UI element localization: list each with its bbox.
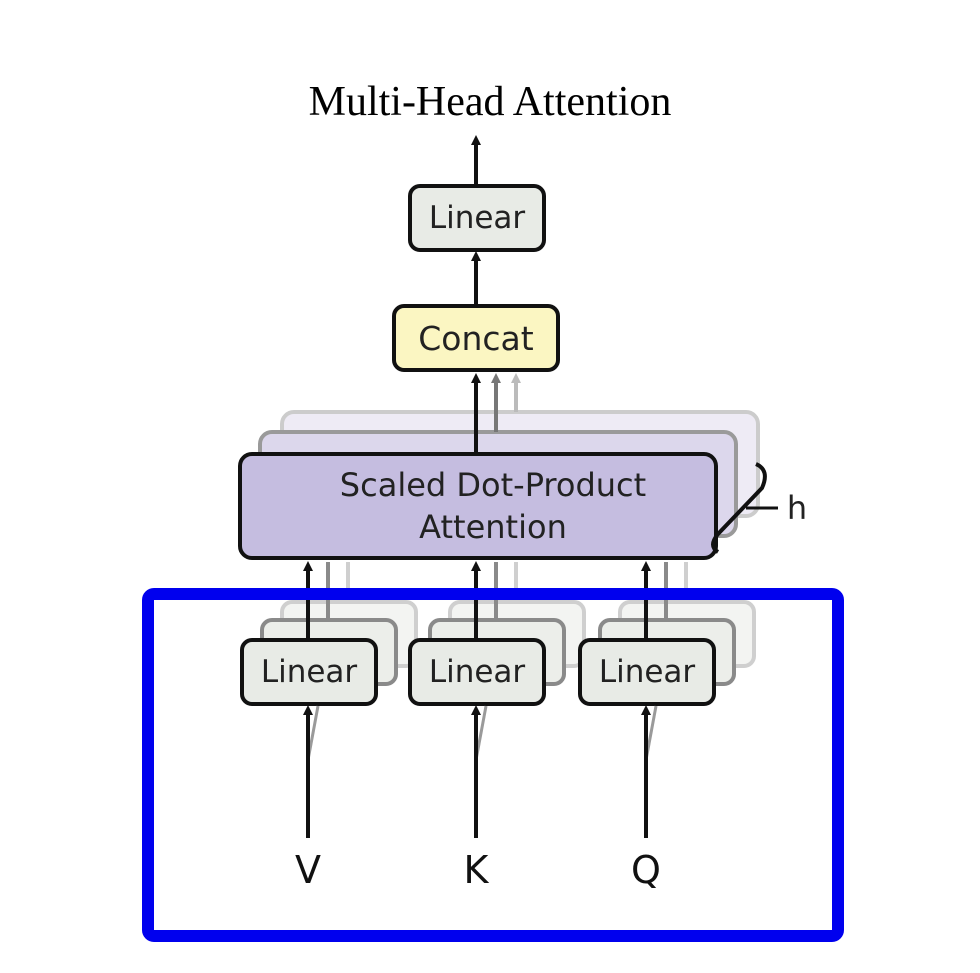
attention-box [238, 452, 718, 560]
linear-q-box [578, 638, 716, 706]
input-v-label: V [295, 848, 321, 892]
linear-k-box [408, 638, 546, 706]
linear-v-box [240, 638, 378, 706]
highlight-box [142, 588, 844, 942]
output-linear-box [408, 184, 546, 252]
diagram-title: Multi-Head Attention [308, 79, 672, 125]
heads-bracket [711, 462, 767, 554]
concat-box [392, 304, 560, 372]
input-k-label: K [463, 848, 489, 892]
input-q-label: Q [631, 848, 661, 892]
input-fan-shadows [306, 705, 658, 761]
